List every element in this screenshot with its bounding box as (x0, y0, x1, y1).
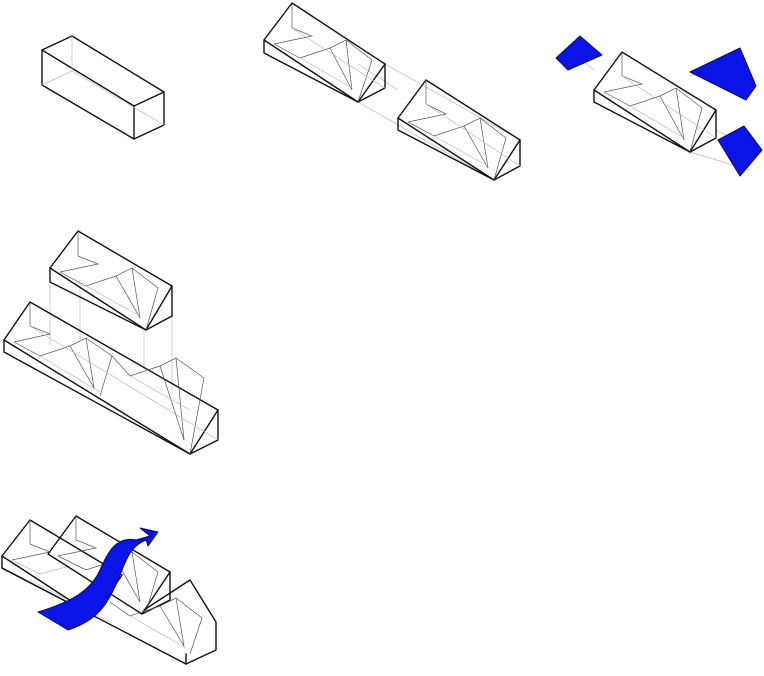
step-carved-with-wedges (555, 35, 763, 177)
flow-arrow-icon (1, 515, 217, 665)
wedge-bottom-right (717, 125, 763, 177)
module-lower (3, 301, 219, 455)
module-b (397, 79, 521, 181)
module-upper (49, 230, 173, 331)
wedge-left (555, 35, 603, 71)
flow-arrow (37, 527, 159, 631)
step-stacked-volumes (3, 230, 219, 455)
wedge-top-right (689, 47, 757, 101)
wedge-cut-icon (555, 35, 763, 177)
module-a (263, 2, 386, 103)
stack-icon (3, 230, 219, 455)
module-c (593, 51, 717, 153)
module-pair-icon (263, 2, 521, 181)
step-basic-volume (41, 35, 165, 140)
step-flow-through (1, 515, 217, 665)
step-split-volumes (263, 2, 521, 181)
box-icon (41, 35, 165, 140)
